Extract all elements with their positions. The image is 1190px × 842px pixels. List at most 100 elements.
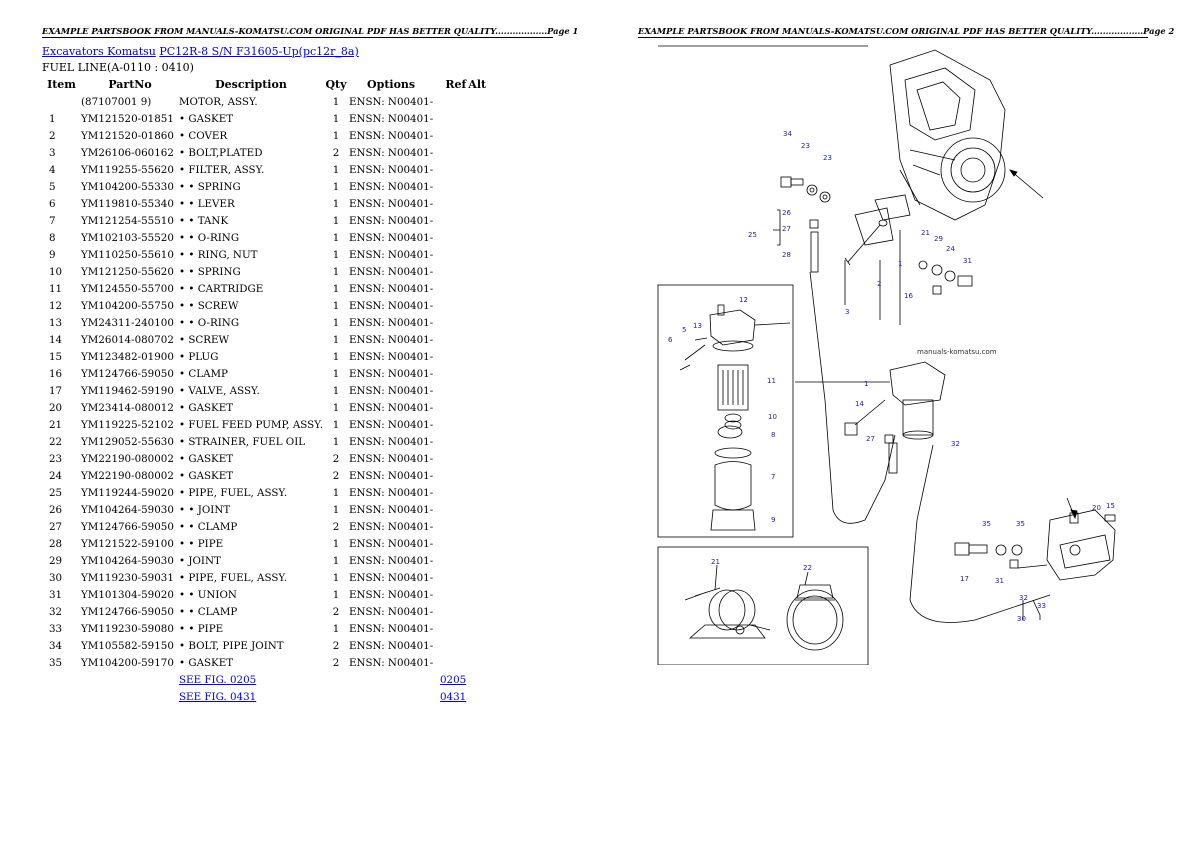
breadcrumb-link-excavators[interactable]: Excavators Komatsu (42, 45, 156, 58)
callout-leader-30 (1022, 599, 1041, 620)
cell-alt (466, 518, 488, 535)
cell-description: • JOINT (179, 554, 221, 567)
cell-alt (466, 569, 488, 586)
cell-quantity: 2 (332, 146, 340, 159)
cell-part-number: YM123482-01900 (81, 350, 174, 363)
cell-alt (466, 331, 488, 348)
cell-options: ENSN: N00401- (348, 129, 434, 142)
cell-item-number: 7 (49, 214, 56, 227)
cell-item-number: 2 (49, 129, 56, 142)
breadcrumb-link-model[interactable]: PC12R-8 S/N F31605-Up(pc12r_8a) (159, 45, 359, 58)
banjo-bolt-top-drawing (780, 176, 831, 273)
cell-description: • PIPE, FUEL, ASSY. (179, 571, 288, 584)
cell-item-number: 22 (49, 435, 63, 448)
cell-item-number (42, 688, 81, 705)
cell-quantity: 1 (332, 435, 340, 448)
cell-options: ENSN: N00401- (348, 588, 434, 601)
callout-21: 21 (711, 558, 720, 566)
callout-8: 8 (771, 431, 775, 439)
cell-item-number: 4 (49, 163, 56, 176)
section-title: FUEL LINE(A-0110 : 0410) (42, 61, 194, 74)
callout-32-mid: 32 (951, 440, 960, 448)
cell-ref (433, 314, 466, 331)
cell-alt (466, 161, 488, 178)
cell-options (349, 671, 433, 688)
cell-ref (433, 603, 466, 620)
see-figure-link[interactable]: SEE FIG. 0205 (179, 673, 257, 686)
cell-alt (466, 263, 488, 280)
callout-26: 26 (782, 209, 791, 217)
cell-item-number: 33 (49, 622, 63, 635)
cell-part-number: YM124766-59050 (81, 520, 174, 533)
diagram-watermark: manuals-komatsu.com (917, 348, 997, 356)
bolt-drawing (844, 224, 881, 266)
cell-options: ENSN: N00401- (348, 367, 434, 380)
cell-quantity: 2 (332, 605, 340, 618)
cell-part-number: YM104264-59030 (81, 503, 174, 516)
cell-description: • • SPRING (179, 265, 241, 278)
cell-quantity: 1 (332, 248, 340, 261)
cell-description: • PIPE, FUEL, ASSY. (179, 486, 288, 499)
cell-options: ENSN: N00401- (348, 316, 434, 329)
cell-quantity: 1 (332, 554, 340, 567)
cell-description: • BOLT,PLATED (179, 146, 263, 159)
cell-description: • VALVE, ASSY. (179, 384, 260, 397)
cell-description: • • TANK (179, 214, 229, 227)
cell-description: • • CLAMP (179, 605, 238, 618)
cell-item-number: 8 (49, 231, 56, 244)
cell-ref (433, 144, 466, 161)
cell-options: ENSN: N00401- (348, 112, 434, 125)
cell-alt (466, 416, 488, 433)
callout-3: 3 (845, 308, 849, 316)
callout-7: 7 (771, 473, 775, 481)
cell-options: ENSN: N00401- (348, 95, 434, 108)
cell-alt (466, 671, 488, 688)
cell-ref (433, 263, 466, 280)
cell-options: ENSN: N00401- (348, 333, 434, 346)
callout-15: 15 (1106, 502, 1115, 510)
cell-description: • COVER (179, 129, 228, 142)
cell-alt (466, 297, 488, 314)
cell-item-number: 34 (49, 639, 63, 652)
cell-quantity: 1 (332, 282, 340, 295)
cell-quantity: 2 (332, 452, 340, 465)
cell-description: • FILTER, ASSY. (179, 163, 265, 176)
cell-part-number: YM104200-55750 (81, 299, 174, 312)
cell-quantity: 1 (332, 112, 340, 125)
cell-options: ENSN: N00401- (348, 180, 434, 193)
pump-strainer-drawing (684, 564, 844, 651)
cell-ref (433, 382, 466, 399)
cell-part-number: YM124550-55700 (81, 282, 174, 295)
col-header-options: Options (367, 78, 416, 91)
cell-options: ENSN: N00401- (348, 231, 434, 244)
cell-description: • BOLT, PIPE JOINT (179, 639, 284, 652)
cell-item-number: 20 (49, 401, 63, 414)
cell-quantity: 1 (332, 214, 340, 227)
page-header-left: EXAMPLE PARTSBOOK FROM MANUALS-KOMATSU.C… (42, 26, 579, 38)
cell-options: ENSN: N00401- (348, 418, 434, 431)
cell-part-number: YM102103-55520 (81, 231, 174, 244)
page-header-right: EXAMPLE PARTSBOOK FROM MANUALS-KOMATSU.C… (638, 26, 1175, 38)
cell-item-number: 6 (49, 197, 56, 210)
cell-part-number: YM23414-080012 (81, 401, 174, 414)
cell-part-number: YM124766-59050 (81, 367, 174, 380)
cell-description: • • PIPE (179, 537, 224, 550)
ref-figure-link[interactable]: 0205 (439, 673, 467, 686)
cell-quantity (323, 671, 349, 688)
see-figure-link[interactable]: SEE FIG. 0431 (179, 690, 257, 703)
cell-part-number: YM24311-240100 (81, 316, 174, 329)
cell-ref (433, 501, 466, 518)
cell-quantity: 1 (332, 622, 340, 635)
cell-quantity: 1 (332, 231, 340, 244)
ref-figure-link[interactable]: 0431 (439, 690, 467, 703)
